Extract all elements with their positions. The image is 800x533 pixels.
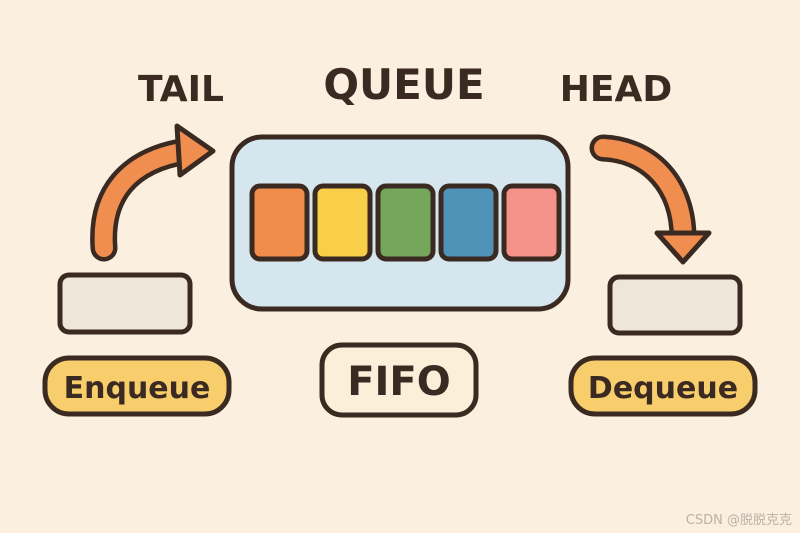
enqueue-slot [57, 272, 193, 335]
enqueue-arrow-icon [90, 123, 216, 262]
queue-cell-blue [438, 183, 499, 262]
queue-cell-yellow [312, 183, 373, 262]
fifo-label: FIFO [347, 359, 451, 405]
queue-cells [249, 183, 562, 262]
queue-cell-orange [249, 183, 310, 262]
queue-cell-green [375, 183, 436, 262]
queue-label: QUEUE [323, 60, 484, 109]
head-label: HEAD [560, 69, 672, 110]
fifo-pill [319, 342, 479, 418]
watermark-text: CSDN @脱脱克克 [686, 513, 792, 528]
enqueue-pill [42, 355, 232, 417]
queue-cell-pink [501, 183, 562, 262]
enqueue-label: Enqueue [64, 371, 211, 406]
dequeue-arrow-icon [589, 134, 712, 265]
dequeue-slot [607, 274, 743, 336]
dequeue-label: Dequeue [588, 371, 738, 406]
tail-label: TAIL [138, 69, 224, 110]
dequeue-pill [568, 355, 758, 417]
